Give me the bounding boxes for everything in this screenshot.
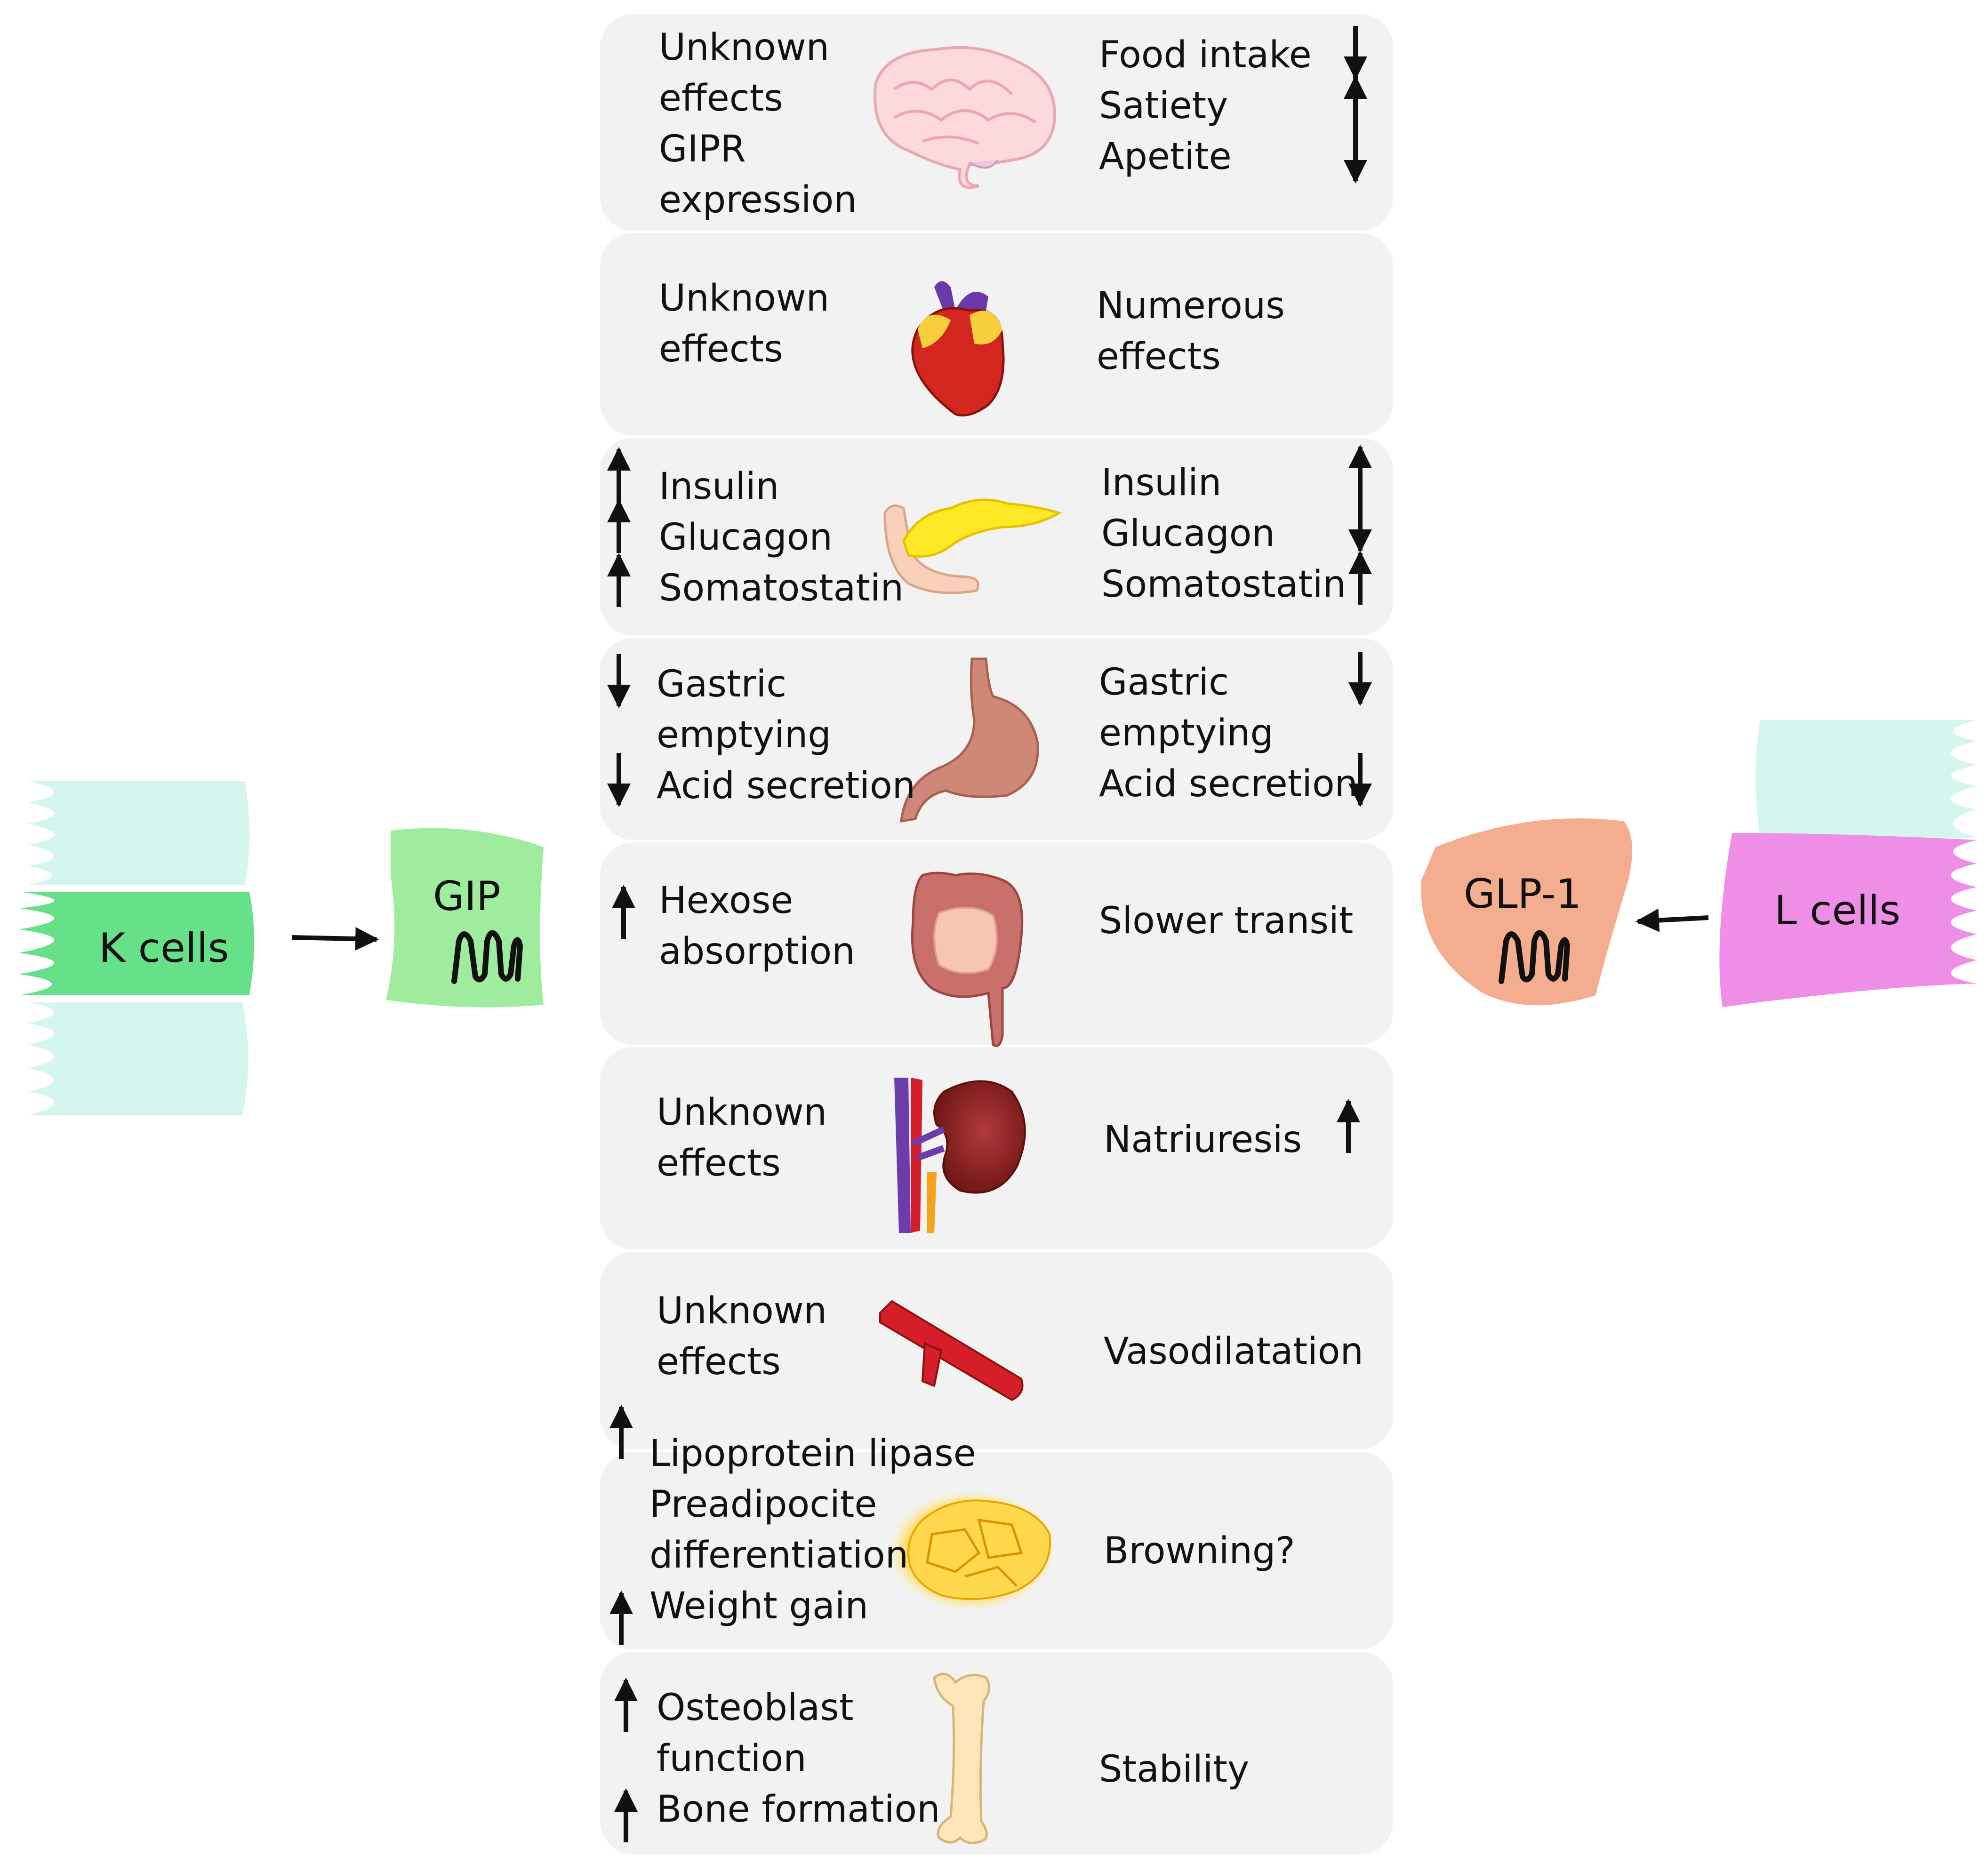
gip-receptor-icon — [451, 930, 523, 984]
pancreas-glp1-line-3: Somatostatin — [1101, 563, 1347, 606]
heart-gip-line-2: effects — [659, 328, 783, 370]
k-cells-epithelium — [19, 781, 379, 1115]
intestine-gip-line-2: absorption — [659, 930, 855, 973]
brain-glp1-line-3: Apetite — [1099, 136, 1232, 178]
brain-gip-line-2: effects — [659, 77, 783, 120]
panel-bone — [600, 1652, 1393, 1854]
adipose-glp1-line-1: Browning? — [1104, 1530, 1295, 1572]
kidney-gip-line-1: Unknown — [657, 1091, 827, 1134]
bone-icon — [933, 1672, 990, 1844]
pancreas-gip-line-2: Glucagon — [659, 516, 833, 559]
pancreas-icon — [883, 498, 1062, 594]
k-to-gip-arrow — [291, 927, 379, 951]
k-cell — [19, 892, 254, 995]
adipose-gip-line-2: Preadipocite — [649, 1483, 877, 1526]
gip-hormone-label: GIP — [433, 873, 501, 920]
vessel-gip-line-1: Unknown — [657, 1290, 827, 1332]
adipose-gip-line-3: differentiation — [649, 1534, 909, 1576]
stomach-gip-line-3: Acid secretion — [657, 765, 916, 807]
adipose-gip-line-4: Weight gain — [649, 1585, 868, 1627]
pancreas-glp1-line-1: Insulin — [1101, 462, 1222, 504]
bone-gip-line-1: Osteoblast — [657, 1687, 854, 1729]
bone-gip-line-2: function — [657, 1737, 807, 1780]
kidney-glp1-line-1: Natriuresis — [1104, 1119, 1302, 1161]
l-cells-epithelium — [1635, 720, 1977, 1007]
blood-vessel-icon — [879, 1300, 1024, 1401]
glp1-hormone — [1421, 818, 1632, 1006]
l-cell — [1719, 833, 1977, 1007]
pancreas-gip-line-3: Somatostatin — [659, 567, 904, 609]
k-cells-label: K cells — [99, 925, 229, 972]
gip-hormone — [386, 828, 544, 1008]
brain-gip-line-3: GIPR — [659, 128, 746, 170]
brain-glp1-line-1: Food intake — [1099, 34, 1312, 76]
heart-glp1-line-2: effects — [1097, 336, 1221, 378]
intestine-icon — [911, 872, 1024, 1047]
pancreas-gip-line-1: Insulin — [659, 465, 779, 508]
heart-glp1-line-1: Numerous — [1097, 285, 1285, 327]
kidney-icon — [894, 1078, 1026, 1233]
vessel-glp1-line-1: Vasodilatation — [1104, 1330, 1363, 1373]
heart-gip-line-1: Unknown — [659, 277, 830, 320]
brain-icon — [873, 46, 1056, 189]
vessel-gip-line-2: effects — [657, 1341, 781, 1383]
stomach-gip-line-2: emptying — [657, 714, 831, 756]
effect-arrows — [607, 26, 1372, 1842]
stomach-icon — [900, 657, 1039, 823]
l-neighbor-cell — [1756, 720, 1977, 838]
stomach-gip-line-1: Gastric — [657, 663, 787, 705]
l-cells-label: L cells — [1774, 887, 1901, 934]
intestine-glp1-line-1: Slower transit — [1099, 900, 1354, 942]
stomach-glp1-line-1: Gastric — [1099, 661, 1229, 704]
panel-pancreas — [600, 438, 1393, 635]
kidney-gip-line-2: effects — [657, 1142, 781, 1184]
intestine-gip-line-1: Hexose — [659, 880, 794, 922]
adipose-tissue-icon — [887, 1489, 1057, 1612]
bone-gip-line-3: Bone formation — [657, 1788, 940, 1831]
bone-glp1-line-1: Stability — [1099, 1748, 1250, 1791]
k-neighbor-cell-bottom — [28, 1002, 248, 1115]
brain-gip-line-1: Unknown — [659, 26, 830, 69]
brain-glp1-line-2: Satiety — [1099, 85, 1228, 127]
adipose-gip-line-1: Lipoprotein lipase — [649, 1432, 976, 1475]
glp1-receptor-icon — [1499, 930, 1570, 984]
brain-gip-line-4: expression — [659, 179, 857, 221]
pancreas-glp1-line-2: Glucagon — [1101, 512, 1275, 555]
panel-vessel — [600, 1252, 1393, 1449]
stomach-glp1-line-3: Acid secretion — [1099, 763, 1358, 805]
heart-icon — [911, 281, 1005, 416]
l-to-glp1-arrow — [1635, 908, 1709, 932]
glp1-hormone-label: GLP-1 — [1464, 871, 1582, 918]
k-neighbor-cell-top — [28, 781, 249, 885]
stomach-glp1-line-2: emptying — [1099, 712, 1274, 754]
